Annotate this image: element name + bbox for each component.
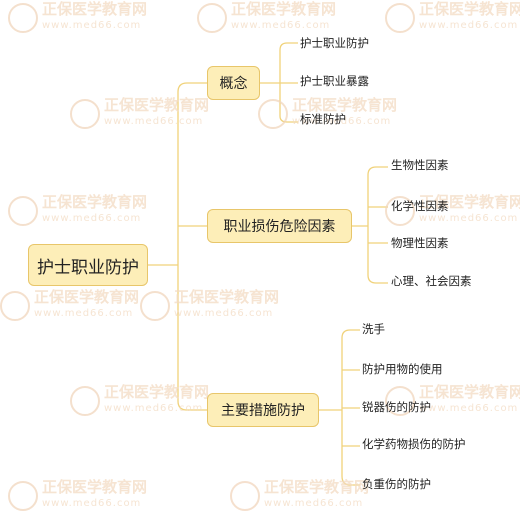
leaf-item: 心理、社会因素 [391, 274, 472, 288]
leaf-item: 负重伤的防护 [362, 477, 431, 491]
leaf-item: 锐器伤的防护 [362, 400, 431, 414]
branch-node-main-measures: 主要措施防护 [207, 393, 319, 427]
leaf-item: 物理性因素 [391, 236, 449, 250]
leaf-item: 化学性因素 [391, 199, 449, 213]
leaf-item: 防护用物的使用 [362, 362, 443, 376]
leaf-item: 生物性因素 [391, 158, 449, 172]
branch-node-concept: 概念 [207, 66, 260, 100]
branch-node-risk-factors: 职业损伤危险因素 [207, 209, 352, 243]
leaf-item: 护士职业防护 [300, 36, 369, 50]
leaf-item: 洗手 [362, 322, 385, 336]
root-node: 护士职业防护 [28, 244, 148, 286]
leaf-item: 化学药物损伤的防护 [362, 437, 466, 451]
leaf-item: 标准防护 [300, 112, 346, 126]
leaf-item: 护士职业暴露 [300, 74, 369, 88]
connector-branch-2 [352, 166, 388, 284]
connector-branch-3 [319, 329, 360, 486]
connector-branch-1 [260, 42, 298, 123]
connector-spine [177, 82, 207, 411]
